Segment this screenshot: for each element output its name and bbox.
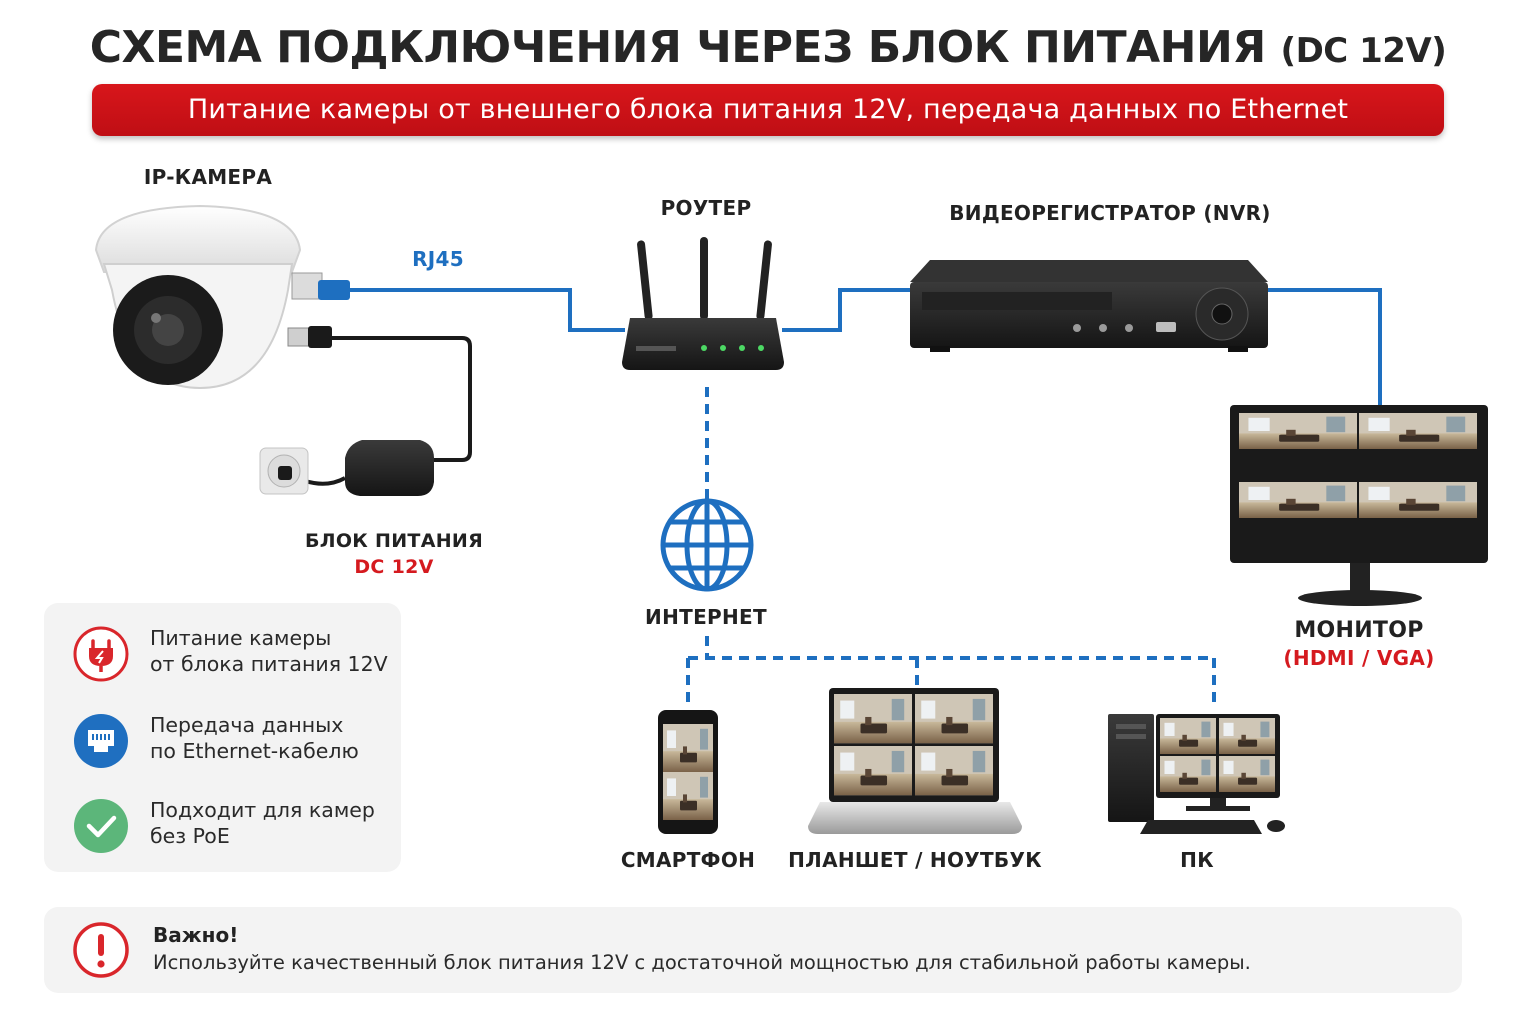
feature-power-line1: Питание камеры	[150, 626, 332, 650]
monitor-cable	[1268, 288, 1382, 405]
rj45-label: RJ45	[412, 247, 464, 271]
important-note: Важно! Используйте качественный блок пит…	[44, 907, 1462, 993]
ip-camera-icon	[94, 204, 350, 390]
nvr-icon	[910, 260, 1268, 352]
nvr-label: ВИДЕОРЕГИСТРАТОР (NVR)	[949, 201, 1271, 225]
feature-ethernet-line1: Передача данных	[150, 713, 344, 737]
laptop-icon	[808, 688, 1022, 834]
router-label: РОУТЕР	[660, 196, 752, 220]
pc-icon	[1108, 714, 1285, 834]
smartphone-label: СМАРТФОН	[620, 848, 756, 872]
camera-label: IP-КАМЕРА	[143, 165, 273, 189]
psu-label: БЛОК ПИТАНИЯ	[304, 530, 484, 552]
router-icon	[622, 237, 784, 370]
subtitle-banner: Питание камеры от внешнего блока питания…	[92, 84, 1444, 136]
internet-label: ИНТЕРНЕТ	[645, 605, 767, 629]
monitor-icon	[1230, 405, 1488, 606]
feature-ethernet: Передача данных по Ethernet-кабелю	[72, 712, 392, 772]
power-plug-icon	[73, 626, 129, 682]
exclamation-icon	[73, 922, 129, 978]
psu-spec-label: DC 12V	[354, 556, 434, 578]
pc-label: ПК	[1180, 848, 1214, 872]
feature-no-poe-line2: без PoE	[150, 824, 230, 848]
title-main: СХЕМА ПОДКЛЮЧЕНИЯ ЧЕРЕЗ БЛОК ПИТАНИЯ	[89, 22, 1266, 73]
page-title: СХЕМА ПОДКЛЮЧЕНИЯ ЧЕРЕЗ БЛОК ПИТАНИЯ (DC…	[0, 22, 1536, 73]
feature-ethernet-line2: по Ethernet-кабелю	[150, 739, 359, 763]
smartphone-icon	[658, 710, 718, 834]
feature-power-line2: от блока питания 12V	[150, 652, 388, 676]
feature-power: Питание камеры от блока питания 12V	[72, 625, 392, 685]
monitor-label: МОНИТОР	[1294, 618, 1424, 643]
title-suffix: (DC 12V)	[1280, 31, 1447, 71]
wall-socket-icon	[259, 447, 309, 495]
check-icon	[74, 799, 128, 853]
globe-icon	[660, 498, 754, 592]
feature-no-poe: Подходит для камер без PoE	[72, 797, 392, 857]
dc-cable	[330, 336, 472, 462]
nvr-cable	[782, 288, 910, 332]
important-title: Важно!	[153, 923, 239, 947]
power-adapter-icon	[345, 440, 434, 496]
laptop-label: ПЛАНШЕТ / НОУТБУК	[788, 848, 1042, 872]
rj45-cable	[350, 288, 625, 332]
client-links	[686, 636, 1216, 702]
monitor-spec-label: (HDMI / VGA)	[1283, 646, 1435, 670]
ethernet-port-icon	[74, 714, 128, 768]
feature-no-poe-line1: Подходит для камер	[150, 798, 375, 822]
features-panel: Питание камеры от блока питания 12V Пере…	[44, 603, 401, 872]
important-text: Используйте качественный блок питания 12…	[153, 951, 1251, 974]
